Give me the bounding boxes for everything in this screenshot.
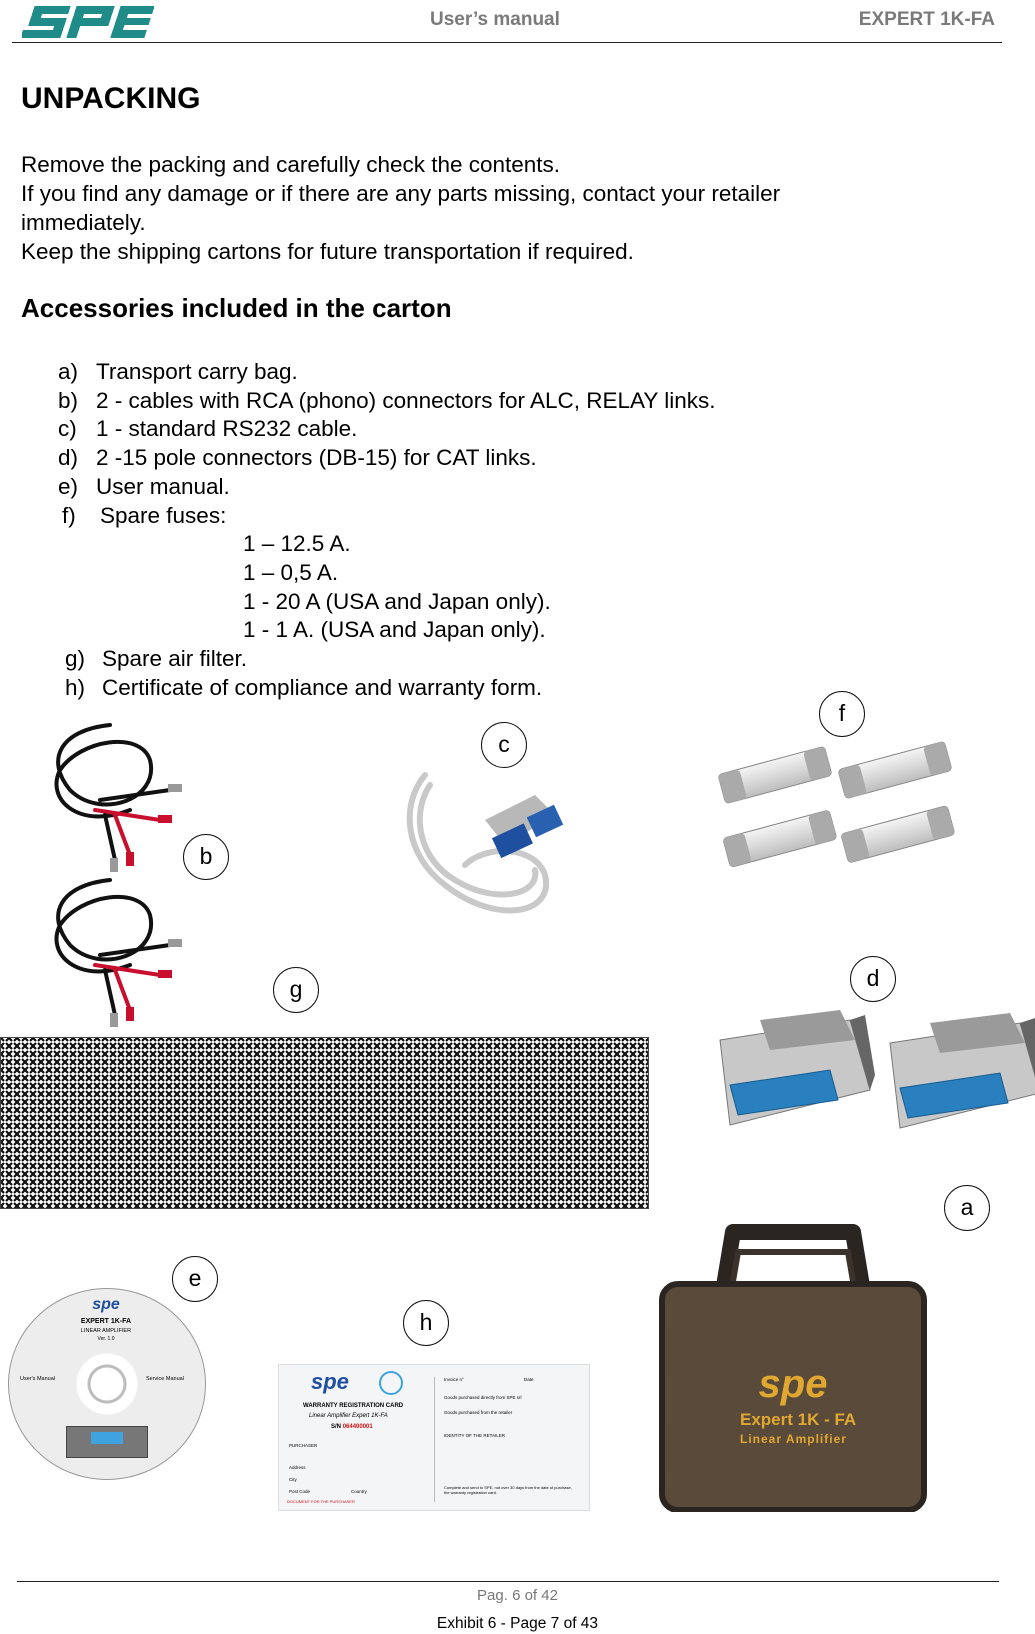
bag-subtitle: Linear Amplifier	[740, 1432, 847, 1446]
carry-bag-photo: spe Expert 1K - FA Linear Amplifier	[658, 1222, 928, 1512]
fuse-item: 1 – 12.5 A.	[243, 531, 351, 557]
list-item-text: Certificate of compliance and warranty f…	[102, 674, 543, 700]
photo-label-g: g	[273, 967, 319, 1013]
list-item: b) 2 - cables with RCA (phono) connectors…	[58, 387, 958, 416]
manual-cd-photo: spe EXPERT 1K-FA LINEAR AMPLIFIER Ver. 1…	[8, 1288, 206, 1480]
list-item-label: h)	[65, 674, 86, 700]
warranty-sn: S/N 064400001	[331, 1424, 373, 1430]
bag-handles	[659, 1224, 927, 1512]
warranty-identity: IDENTITY OF THE RETAILER	[444, 1433, 506, 1438]
warranty-logo: spe	[311, 1369, 349, 1394]
intro-line: If you find any damage or if there are a…	[21, 181, 781, 206]
warranty-heading: WARRANTY REGISTRATION CARD	[303, 1403, 404, 1409]
intro-line: Remove the packing and carefully check t…	[21, 152, 561, 177]
list-item: c) 1 - standard RS232 cable.	[58, 415, 958, 444]
list-item-text: 2 - cables with RCA (phono) connectors f…	[96, 387, 716, 413]
db15-connector	[719, 1010, 875, 1126]
list-item-label: c)	[58, 416, 77, 442]
list-item: a) Transport carry bag.	[58, 358, 958, 387]
cd-display	[91, 1432, 123, 1444]
list-item-label: g)	[65, 646, 86, 672]
accessories-list: a) Transport carry bag. b) 2 - cables with…	[58, 358, 958, 702]
warranty-sn-label: S/N	[331, 1424, 342, 1430]
warranty-seal-icon	[379, 1371, 403, 1395]
fuse	[838, 741, 952, 799]
warranty-doc-label: DOCUMENT FOR THE PURCHASER	[287, 1499, 355, 1504]
cd-title: EXPERT 1K-FA	[80, 1318, 132, 1325]
accessories-heading: Accessories included in the carton	[21, 293, 452, 323]
page-title: UNPACKING	[21, 82, 201, 115]
list-item-label: b)	[58, 387, 79, 413]
photo-label-c: c	[481, 722, 527, 768]
cd-logo: spe	[92, 1296, 120, 1313]
warranty-option-2: Goods purchased from the retailer	[444, 1410, 513, 1415]
fuses-photo	[718, 741, 955, 868]
list-item: h) Certificate of compliance and warranty…	[58, 674, 958, 703]
footer-divider	[17, 1581, 999, 1582]
spe-logo: spe	[22, 6, 154, 38]
cd-subtitle: LINEAR AMPLIFIER	[80, 1328, 132, 1334]
fuse	[723, 810, 837, 868]
list-item-text: Spare air filter.	[102, 646, 248, 672]
list-item-label: d)	[58, 445, 79, 471]
header-title: User’s manual	[430, 9, 560, 30]
photo-label-h: h	[403, 1300, 449, 1346]
photo-label-d: d	[850, 956, 896, 1002]
warranty-address: Address	[289, 1465, 306, 1470]
warranty-purchaser: PURCHASER	[289, 1443, 318, 1448]
list-item-text: Transport carry bag.	[96, 359, 298, 384]
warranty-subheading: Linear Amplifier Expert 1K-FA	[309, 1413, 388, 1419]
list-item-label: e)	[58, 473, 79, 499]
intro-line: Keep the shipping cartons for future tra…	[21, 239, 634, 264]
cd-left-label: User's Manual	[20, 1376, 55, 1382]
fuse-item: 1 - 1 A. (USA and Japan only).	[243, 617, 546, 643]
fuse-item: 1 – 0,5 A.	[243, 559, 339, 585]
footer-page-number: Pag. 6 of 42	[477, 1587, 558, 1604]
list-item-text: Spare fuses:	[100, 502, 227, 528]
warranty-divider	[434, 1377, 435, 1502]
list-item: g) Spare air filter.	[58, 645, 958, 674]
bag-logo: spe	[758, 1362, 828, 1406]
photo-label-e: e	[172, 1256, 218, 1302]
air-filter-photo	[0, 1037, 649, 1209]
cd-version: Ver. 1.0	[97, 1336, 115, 1342]
rca-cables-photo	[54, 723, 182, 1027]
warranty-postcode: Post Code	[289, 1489, 311, 1494]
intro-line: immediately.	[21, 210, 146, 235]
db15-connector	[889, 1013, 1035, 1129]
photo-label-f: f	[819, 691, 865, 737]
header-model: EXPERT 1K-FA	[858, 9, 995, 30]
warranty-city: City	[289, 1477, 297, 1482]
warranty-option-1: Goods purchased directly from SPE srl	[444, 1395, 522, 1400]
bag-model: Expert 1K - FA	[740, 1410, 857, 1429]
header-divider	[12, 42, 1002, 43]
intro-paragraph: Remove the packing and carefully check t…	[21, 150, 971, 266]
cd-amplifier-picture	[66, 1426, 148, 1458]
list-item-text: 1 - standard RS232 cable.	[96, 416, 358, 442]
list-item: f) Spare fuses:	[58, 502, 958, 531]
list-item-text: 2 -15 pole connectors (DB-15) for CAT li…	[96, 445, 537, 471]
fuse	[718, 746, 832, 804]
list-item: d) 2 -15 pole connectors (DB-15) for CAT …	[58, 444, 958, 473]
warranty-date: Date	[524, 1377, 534, 1382]
footer-exhibit: Exhibit 6 - Page 7 of 43	[436, 1615, 599, 1632]
fuse	[841, 805, 955, 863]
fuse-item: 1 - 20 A (USA and Japan only).	[243, 588, 551, 614]
db15-connectors-photo	[719, 1010, 1035, 1129]
warranty-card-photo: spe WARRANTY REGISTRATION CARD Linear Am…	[278, 1364, 590, 1511]
cd-right-label: Service Manual	[146, 1376, 184, 1382]
warranty-sn-value: 064400001	[342, 1424, 373, 1430]
rs232-cable-photo	[406, 772, 564, 914]
warranty-invoice: Invoice n°	[444, 1377, 464, 1382]
warranty-note: Complete and send to SPE, not over 30 da…	[444, 1485, 572, 1495]
photo-label-b: b	[183, 834, 229, 880]
list-item: e) User manual.	[58, 473, 958, 502]
warranty-country: Country	[351, 1489, 367, 1494]
list-item-label: f)	[62, 502, 76, 528]
photo-label-a: a	[944, 1185, 990, 1231]
list-item-text: User manual.	[96, 473, 230, 499]
list-item-label: a)	[58, 359, 79, 384]
